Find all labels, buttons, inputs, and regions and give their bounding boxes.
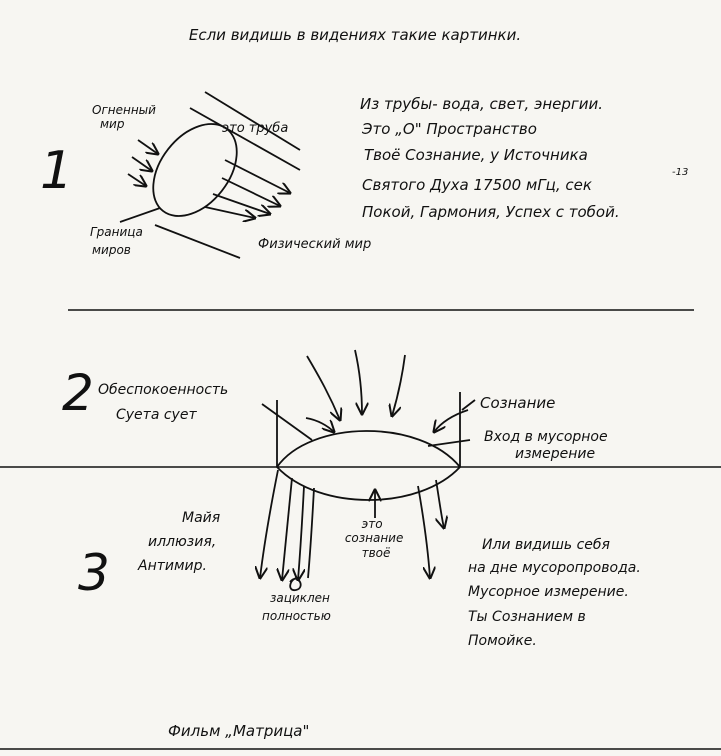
section3-line-4: Ты Сознанием в: [468, 609, 586, 625]
pipe-diagram: [119, 91, 301, 259]
loop-knot: [289, 577, 302, 591]
section1-line-5: Покой, Гармония, Успех с тобой.: [362, 203, 620, 221]
section3-number: 3: [78, 544, 110, 602]
section3-description: Или видишь себя на дне мусоропровода. Му…: [468, 537, 641, 649]
section1-line-2: Это „О" Пространство: [361, 120, 537, 138]
section1-exponent: -13: [672, 167, 688, 178]
section1-number: 1: [40, 141, 73, 201]
section1-line-4: Святого Духа 17500 мГц, сек: [362, 176, 592, 194]
section1-line-1: Из трубы- вода, свет, энергии.: [360, 95, 603, 113]
label-maya-illusion: Майя иллюзия, Антимир.: [137, 510, 225, 574]
pipe-wall-bottom: [154, 224, 241, 259]
section3-line-5: Помойке.: [468, 633, 537, 649]
lens-shape: [275, 430, 462, 501]
section2-number: 2: [62, 364, 94, 422]
label-pipe: это труба: [222, 121, 288, 136]
section1-line-3: Твоё Сознание, у Источника: [364, 146, 588, 164]
label-worry: Обеспокоенность: [98, 382, 228, 398]
section3-line-2: на дне мусоропровода.: [468, 560, 641, 576]
label-vanity: Суета сует: [116, 407, 197, 423]
section1-description: Из трубы- вода, свет, энергии. Это „О" П…: [360, 95, 688, 221]
label-border-of-worlds: Граница миров: [90, 225, 147, 257]
section3-line-3: Мусорное измерение.: [468, 584, 629, 600]
header-title: Если видишь в видениях такие картинки.: [189, 26, 521, 44]
section3-line-1: Или видишь себя: [482, 537, 610, 553]
label-looped-completely: зациклен полностью: [262, 591, 334, 623]
footer-caption: Фильм „Матрица": [168, 722, 309, 740]
label-fire-world: Огненный мир: [92, 103, 160, 131]
label-your-consciousness: это сознание твоё: [345, 517, 407, 560]
lens-diagram: [260, 349, 476, 591]
pipe-wall-top-outer: [204, 91, 301, 151]
label-trash-entrance: Вход в мусорное измерение: [484, 429, 612, 462]
label-physical-world: Физический мир: [258, 237, 371, 252]
pipe-wall-top: [189, 107, 301, 171]
label-consciousness: Сознание: [480, 394, 555, 412]
pipe-opening-oval: [152, 123, 238, 217]
